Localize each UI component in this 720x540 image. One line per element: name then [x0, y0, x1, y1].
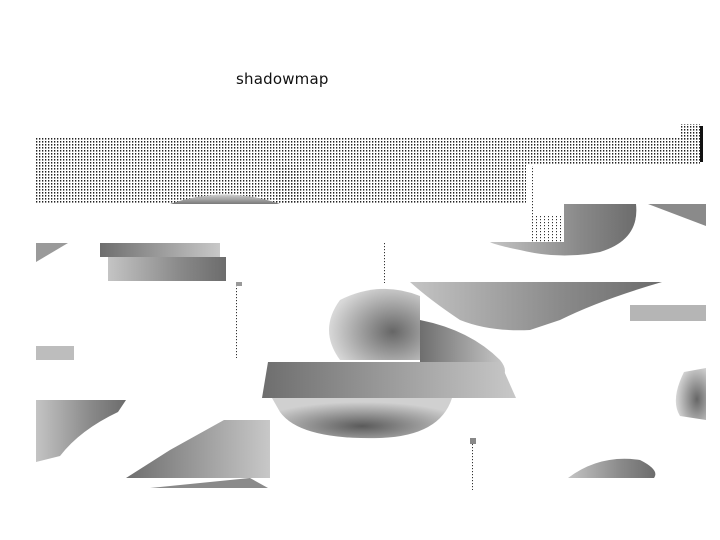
- upper-shapes: [170, 194, 706, 256]
- render-label: shadowmap: [236, 70, 329, 88]
- lower-shapes: [36, 368, 706, 490]
- center-shapes: [90, 282, 706, 439]
- left-shapes: [36, 243, 386, 360]
- dot-band: [36, 124, 703, 242]
